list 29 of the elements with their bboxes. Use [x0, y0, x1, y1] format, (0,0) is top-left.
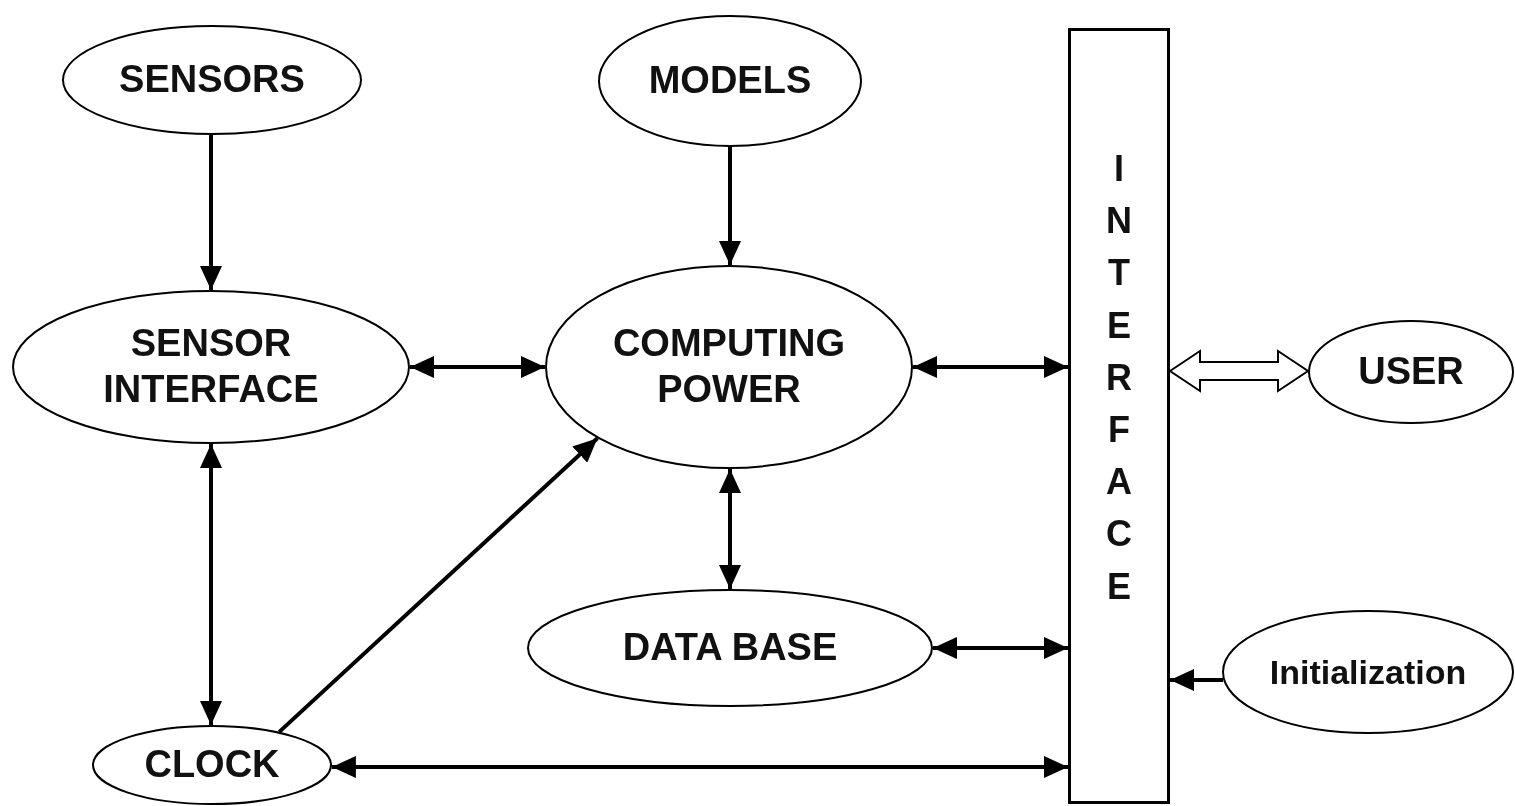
ellipse-node	[1308, 320, 1514, 424]
arrow	[913, 356, 1068, 378]
node-label: INTERFACE	[1105, 147, 1133, 609]
arrow	[719, 147, 741, 265]
node-label: MODELS	[648, 58, 812, 104]
interface-bar	[1068, 28, 1170, 804]
arrow	[277, 436, 599, 734]
arrow	[933, 637, 1068, 659]
arrow	[331, 756, 1068, 778]
ellipse-node	[62, 25, 362, 135]
ellipse-node	[598, 15, 862, 147]
node-label: Initialization	[1269, 651, 1467, 693]
arrow	[200, 444, 222, 725]
ellipse-node	[527, 589, 933, 707]
ellipse-node	[1222, 610, 1514, 734]
ellipse-node	[545, 265, 913, 469]
hollow-arrow	[1168, 349, 1310, 393]
ellipse-node	[12, 290, 410, 444]
arrow	[200, 135, 222, 290]
node-label: DATA BASE	[622, 625, 838, 671]
arrow	[719, 469, 741, 589]
arrow	[1170, 669, 1224, 691]
node-label: SENSORS	[119, 57, 305, 103]
node-label: COMPUTING POWER	[611, 321, 847, 412]
ellipse-node	[92, 725, 332, 805]
node-label: SENSOR INTERFACE	[102, 321, 320, 412]
node-label: USER	[1358, 349, 1464, 395]
node-label: CLOCK	[144, 742, 280, 788]
arrow	[410, 356, 545, 378]
